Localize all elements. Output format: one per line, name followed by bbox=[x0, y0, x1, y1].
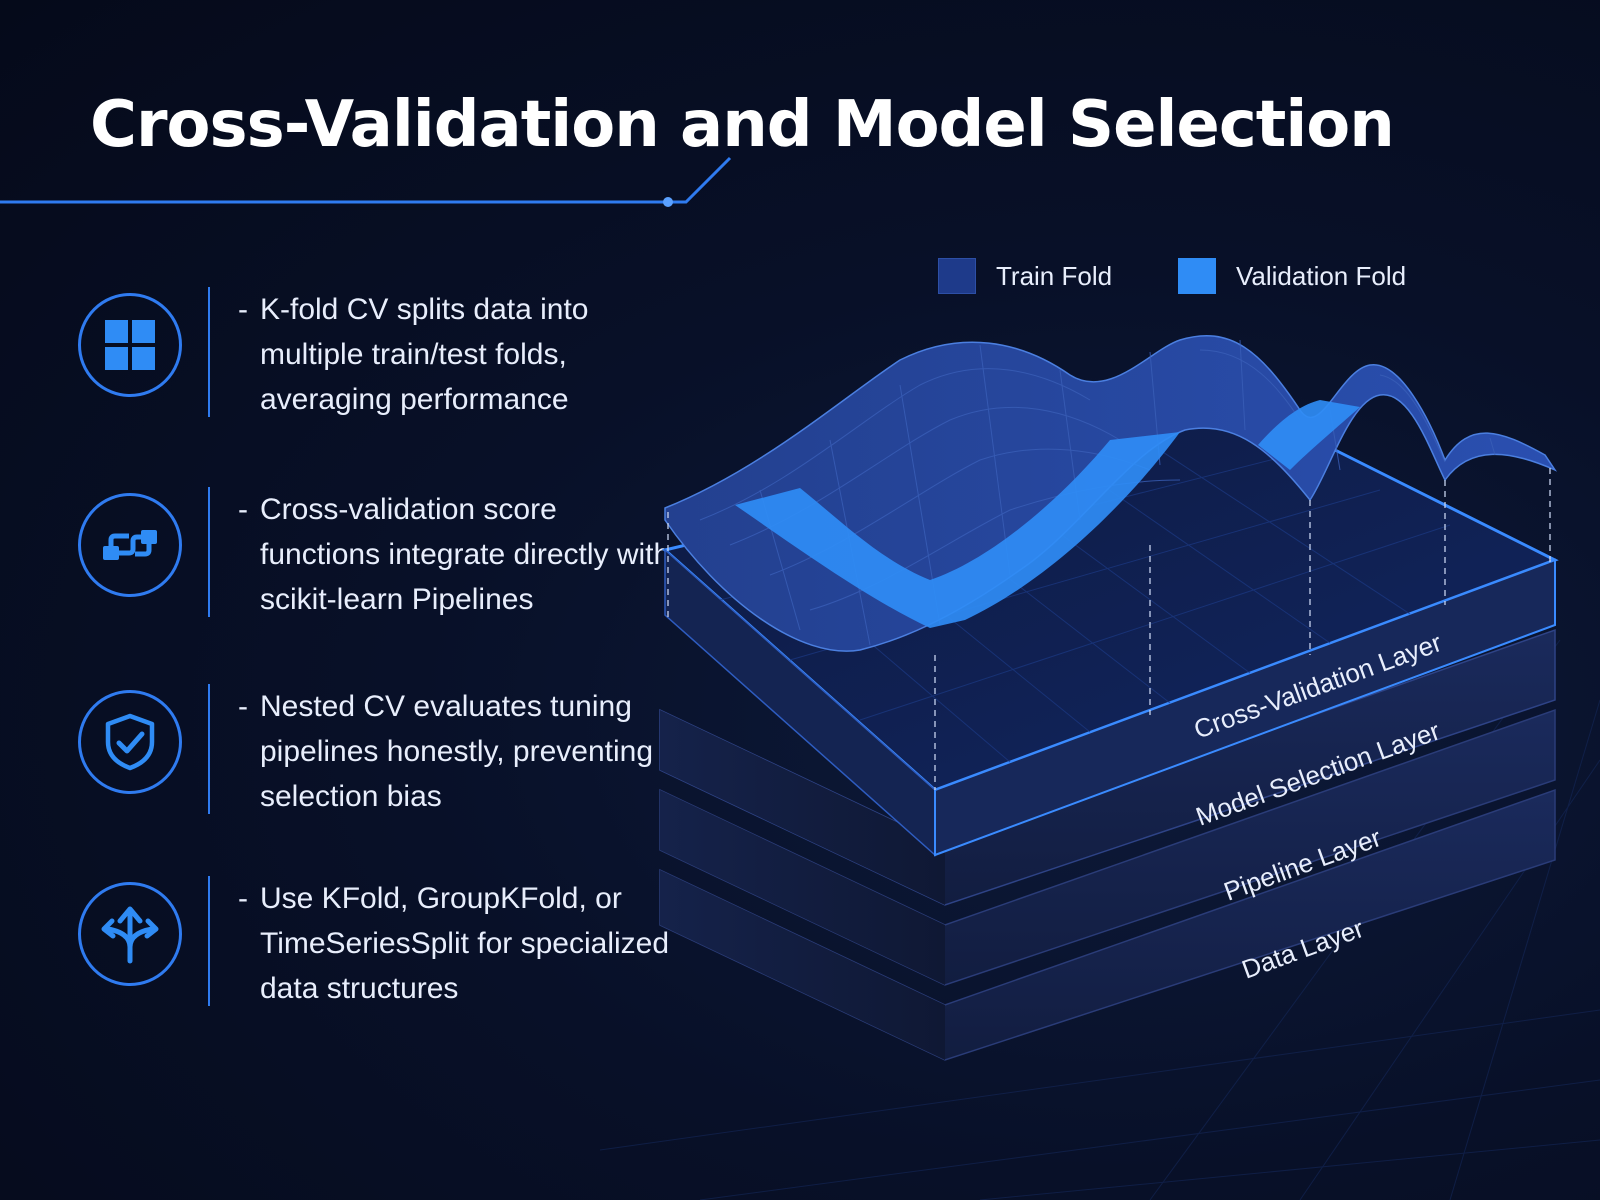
shield-check-icon bbox=[78, 690, 182, 794]
bullet-text: -Cross-validation score functions integr… bbox=[238, 493, 671, 616]
bullet-item: -Cross-validation score functions integr… bbox=[78, 487, 678, 619]
bullet-divider bbox=[208, 287, 210, 417]
validation-fold-swatch bbox=[1178, 258, 1216, 294]
validation-fold-band bbox=[735, 432, 1180, 628]
legend-item-train: Train Fold bbox=[938, 258, 1112, 294]
bullet-divider bbox=[208, 684, 210, 814]
bullet-item: -Use KFold, GroupKFold, or TimeSeriesSpl… bbox=[78, 876, 678, 1008]
pipeline-layer-slab bbox=[659, 708, 1556, 986]
legend-item-validation: Validation Fold bbox=[1178, 258, 1406, 294]
bullet-text: -Use KFold, GroupKFold, or TimeSeriesSpl… bbox=[238, 882, 670, 1005]
fold-surface bbox=[664, 335, 1558, 790]
train-fold-swatch bbox=[938, 258, 976, 294]
grid-icon bbox=[78, 293, 182, 397]
title-underline bbox=[0, 156, 732, 207]
bullet-item: -K-fold CV splits data into multiple tra… bbox=[78, 287, 678, 419]
legend-label: Train Fold bbox=[996, 260, 1113, 291]
data-layer-slab bbox=[659, 788, 1556, 1061]
page-title: Cross-Validation and Model Selection bbox=[90, 88, 1395, 162]
bullet-divider bbox=[208, 876, 210, 1006]
validation-fold-band bbox=[1258, 400, 1360, 470]
bullet-text: -K-fold CV splits data into multiple tra… bbox=[238, 293, 589, 416]
bullet-text: -Nested CV evaluates tuning pipelines ho… bbox=[238, 690, 654, 813]
bullet-item: -Nested CV evaluates tuning pipelines ho… bbox=[78, 684, 678, 816]
split-arrows-icon bbox=[78, 882, 182, 986]
legend-label: Validation Fold bbox=[1236, 260, 1407, 291]
bullet-divider bbox=[208, 487, 210, 617]
pipeline-connector-icon bbox=[78, 493, 182, 597]
